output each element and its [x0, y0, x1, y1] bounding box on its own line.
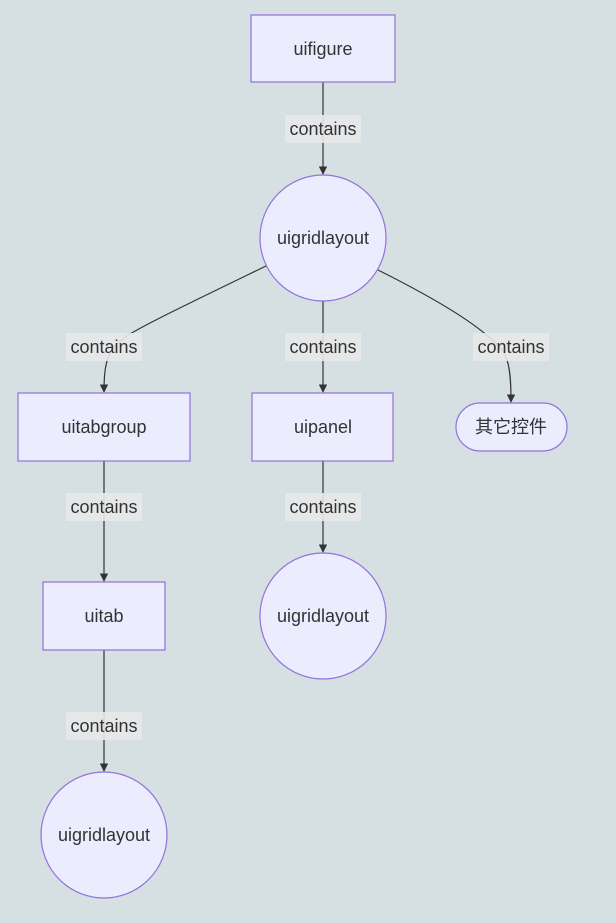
node-uigridlayout-top[interactable]: uigridlayout	[259, 174, 387, 302]
node-uifigure[interactable]: uifigure	[250, 14, 396, 83]
node-label: uipanel	[294, 417, 352, 437]
edge-label-grid-to-tabgroup: contains	[66, 333, 142, 361]
node-label: uitab	[84, 606, 123, 626]
edge-label-text: contains	[289, 337, 356, 357]
node-uitab[interactable]: uitab	[42, 581, 166, 651]
node-label: uitabgroup	[61, 417, 146, 437]
node-label: 其它控件	[475, 417, 547, 437]
edge-label-text: contains	[289, 119, 356, 139]
node-uipanel[interactable]: uipanel	[251, 392, 394, 462]
edge-label-grid-to-panel: contains	[285, 333, 361, 361]
node-uigridlayout-tab[interactable]: uigridlayout	[40, 771, 168, 899]
node-uigridlayout-panel[interactable]: uigridlayout	[259, 552, 387, 680]
edge-label-figure-to-grid: contains	[285, 115, 361, 143]
node-uitabgroup[interactable]: uitabgroup	[17, 392, 191, 462]
edge-label-panel-to-grid: contains	[285, 493, 361, 521]
edge-label-tab-to-grid: contains	[66, 712, 142, 740]
edge-label-text: contains	[70, 497, 137, 517]
node-label: uifigure	[293, 39, 352, 59]
node-other-controls[interactable]: 其它控件	[455, 402, 568, 452]
edge-grid-to-tabgroup	[99, 265, 267, 393]
node-label: uigridlayout	[277, 606, 369, 626]
node-label: uigridlayout	[277, 228, 369, 248]
edge-label-text: contains	[70, 337, 137, 357]
edge-label-text: contains	[70, 716, 137, 736]
edge-labels: contains contains contains contains cont…	[66, 115, 549, 740]
edge-label-grid-to-other: contains	[473, 333, 549, 361]
node-label: uigridlayout	[58, 825, 150, 845]
edge-label-tabgroup-to-tab: contains	[66, 493, 142, 521]
nodes: uifigure uigridlayout uitabgroup uipanel…	[17, 14, 568, 899]
edge-label-text: contains	[477, 337, 544, 357]
edge-label-text: contains	[289, 497, 356, 517]
